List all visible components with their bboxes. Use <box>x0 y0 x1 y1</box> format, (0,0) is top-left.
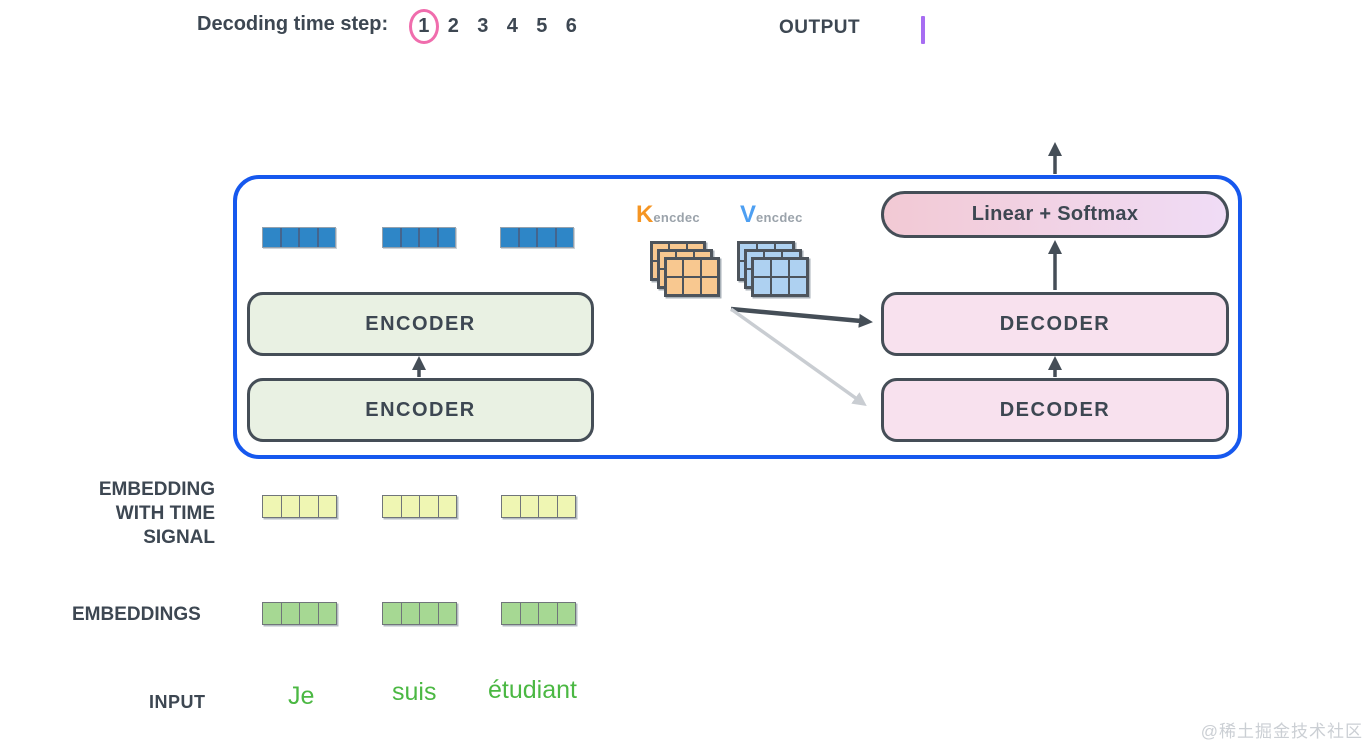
decoding-step-6: 6 <box>565 14 577 37</box>
decoding-time-step-label: Decoding time step: <box>197 13 389 35</box>
model-frame <box>233 175 1242 459</box>
time-signal-embedding-bar <box>501 495 576 518</box>
output-text-cursor <box>921 16 925 44</box>
embeddings-label: EMBEDDINGS <box>72 604 201 625</box>
v-subscript: encdec <box>756 210 803 225</box>
encoder-top-box: ENCODER <box>247 292 594 356</box>
decoding-step-4: 4 <box>506 14 518 37</box>
encoder-hidden-state-bar <box>262 227 336 248</box>
encoder-bottom-box: ENCODER <box>247 378 594 442</box>
decoding-step-2: 2 <box>447 14 459 37</box>
output-label: OUTPUT <box>779 17 861 38</box>
watermark: @稀土掘金技术社区 <box>1200 722 1363 741</box>
time-signal-embedding-bar <box>262 495 337 518</box>
k-subscript: encdec <box>653 210 700 225</box>
decoder-bottom-box: DECODER <box>881 378 1229 442</box>
k-letter: K <box>636 201 654 228</box>
embedding-bar <box>382 602 457 625</box>
embedding-bar <box>501 602 576 625</box>
time-signal-embedding-bar <box>382 495 457 518</box>
input-token-suis: suis <box>392 678 437 706</box>
decoding-step-1: 1 <box>409 8 439 44</box>
decoder-top-box: DECODER <box>881 292 1229 356</box>
encoder-hidden-state-bar <box>500 227 574 248</box>
encoder-hidden-state-bar <box>382 227 456 248</box>
v-letter: V <box>740 201 757 228</box>
embedding-bar <box>262 602 337 625</box>
step-number: 1 <box>418 14 430 37</box>
decoding-step-3: 3 <box>477 14 489 37</box>
input-token-etudiant: étudiant <box>488 676 577 704</box>
linear-softmax-box: Linear + Softmax <box>881 191 1229 238</box>
active-step-ring: 1 <box>409 8 439 44</box>
decoding-steps: 1 2 3 4 5 6 <box>409 8 586 44</box>
input-token-je: Je <box>288 682 315 710</box>
decoding-step-5: 5 <box>536 14 548 37</box>
input-label: INPUT <box>149 692 206 712</box>
embedding-with-time-signal-label: EMBEDDING WITH TIME SIGNAL <box>98 479 215 548</box>
